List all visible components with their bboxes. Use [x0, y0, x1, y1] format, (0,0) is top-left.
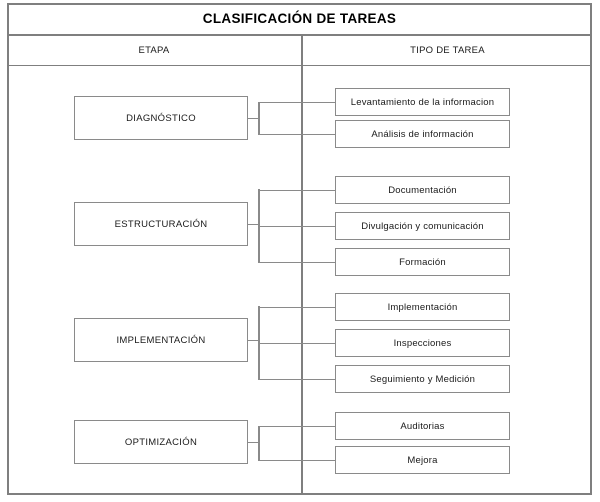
column-divider [301, 36, 303, 493]
connector-branch-optimizacion-1 [258, 425, 336, 427]
page-title: CLASIFICACIÓN DE TAREAS [202, 11, 397, 26]
stage-box-implementacion[interactable]: IMPLEMENTACIÓN [74, 318, 248, 362]
task-box-auditorias[interactable]: Auditorias [335, 412, 510, 440]
column-header-tipo-de-tarea: TIPO DE TAREA [410, 45, 485, 56]
task-box-inspecciones[interactable]: Inspecciones [335, 329, 510, 357]
connector-branch-estructuracion-1 [258, 189, 336, 191]
diagram-title-row: CLASIFICACIÓN DE TAREAS [7, 3, 592, 36]
task-box-analisis-de-informacion[interactable]: Análisis de información [335, 120, 510, 148]
stage-box-estructuracion[interactable]: ESTRUCTURACIÓN [74, 202, 248, 246]
connector-spine-diagnostico [258, 102, 260, 134]
connector-branch-diagnostico-2 [258, 133, 336, 135]
connector-stub-optimizacion [248, 441, 259, 443]
connector-branch-estructuracion-3 [258, 261, 336, 263]
task-box-implementacion[interactable]: Implementación [335, 293, 510, 321]
connector-branch-implementacion-1 [258, 306, 336, 308]
task-box-documentacion[interactable]: Documentación [335, 176, 510, 204]
connector-branch-implementacion-2 [258, 342, 336, 344]
connector-branch-implementacion-3 [258, 378, 336, 380]
stage-box-optimizacion[interactable]: OPTIMIZACIÓN [74, 420, 248, 464]
connector-stub-implementacion [248, 339, 259, 341]
connector-branch-optimizacion-2 [258, 459, 336, 461]
task-box-formacion[interactable]: Formación [335, 248, 510, 276]
task-box-mejora[interactable]: Mejora [335, 446, 510, 474]
connector-stub-estructuracion [248, 223, 259, 225]
task-box-levantamiento-de-la-informacion[interactable]: Levantamiento de la informacion [335, 88, 510, 116]
connector-branch-estructuracion-2 [258, 225, 336, 227]
task-box-divulgacion-y-comunicacion[interactable]: Divulgación y comunicación [335, 212, 510, 240]
task-box-seguimiento-y-medicion[interactable]: Seguimiento y Medición [335, 365, 510, 393]
connector-spine-optimizacion [258, 426, 260, 460]
connector-branch-diagnostico-1 [258, 101, 336, 103]
connector-stub-diagnostico [248, 117, 259, 119]
column-header-etapa: ETAPA [138, 45, 170, 56]
stage-box-diagnostico[interactable]: DIAGNÓSTICO [74, 96, 248, 140]
column-header-row: ETAPA TIPO DE TAREA [7, 36, 592, 66]
